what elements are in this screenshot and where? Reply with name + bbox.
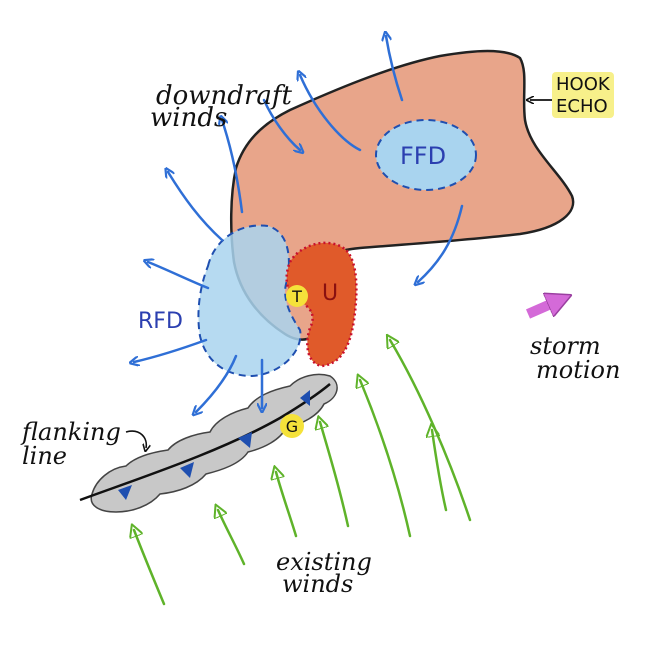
inflow-arrow-icon bbox=[432, 430, 448, 512]
storm-motion-arrow-icon bbox=[525, 300, 560, 319]
downdraft-arrow-icon bbox=[222, 120, 244, 214]
inflow-arrow-icon bbox=[276, 472, 298, 538]
flanking-line-clouds bbox=[90, 373, 338, 513]
hook-echo-label-line2: ECHO bbox=[556, 96, 608, 117]
inflow-arrows bbox=[134, 340, 472, 606]
ffd-label: FFD bbox=[400, 142, 446, 170]
downdraft-arrow-icon bbox=[196, 354, 238, 412]
flanking-line-label-line2: line bbox=[22, 442, 67, 470]
inflow-arrow-icon bbox=[390, 340, 472, 522]
g-marker bbox=[280, 414, 304, 438]
rfd-region bbox=[197, 224, 302, 378]
downdraft-arrow-icon bbox=[168, 172, 224, 242]
storm-motion-label-line1: storm bbox=[530, 332, 601, 360]
ffd-region bbox=[375, 119, 477, 191]
downdraft-arrow-icon bbox=[300, 75, 362, 152]
downdraft-winds-label-line1: downdraft bbox=[156, 81, 292, 111]
flanking-line-label-line1: flanking bbox=[20, 418, 121, 446]
inflow-arrow-icon bbox=[320, 422, 350, 528]
downdraft-arrow-icon bbox=[134, 338, 208, 362]
updraft-region bbox=[285, 241, 358, 368]
inflow-arrow-icon bbox=[134, 530, 166, 606]
downdraft-winds-label-line2: winds bbox=[150, 103, 227, 133]
gust-front-triangles bbox=[118, 390, 310, 500]
hook-echo-highlight bbox=[552, 72, 614, 118]
flanking-line-pointer-icon bbox=[125, 430, 146, 448]
downdraft-arrow-icon bbox=[386, 36, 404, 102]
g-marker-label: G bbox=[286, 417, 298, 436]
hook-echo-label-line1: HOOK bbox=[556, 74, 611, 95]
storm-motion-label-line2: motion bbox=[536, 356, 620, 384]
existing-winds-label-line1: existing bbox=[276, 548, 372, 576]
downdraft-arrow-icon bbox=[418, 204, 464, 282]
t-marker bbox=[286, 285, 308, 307]
u-marker-label: U bbox=[322, 281, 338, 306]
existing-winds-label-line2: winds bbox=[282, 570, 353, 598]
inflow-arrow-icon bbox=[360, 380, 412, 538]
rfd-label: RFD bbox=[138, 309, 183, 334]
downdraft-arrow-icon bbox=[262, 98, 300, 150]
t-marker-label: T bbox=[291, 287, 302, 306]
downdraft-arrow-icon bbox=[148, 262, 210, 290]
inflow-arrow-icon bbox=[218, 510, 246, 566]
downdraft-arrows bbox=[134, 36, 464, 412]
